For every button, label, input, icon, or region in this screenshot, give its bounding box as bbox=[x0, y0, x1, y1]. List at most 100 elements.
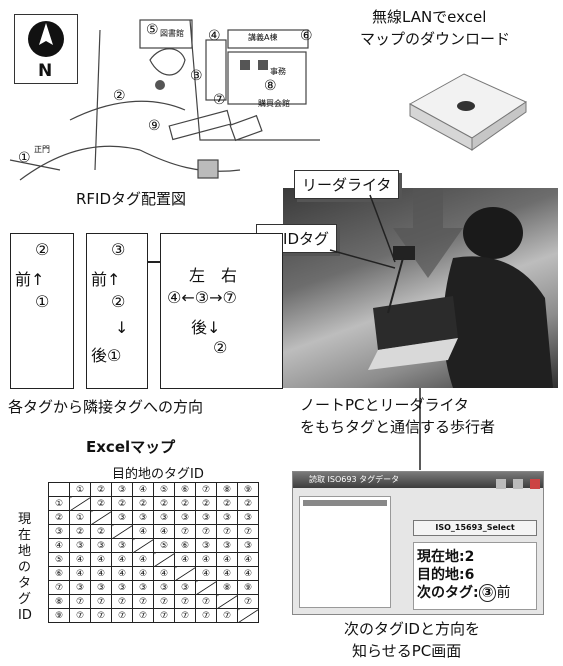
map-tag-1: ① bbox=[18, 150, 31, 166]
matrix-cell: ③ bbox=[153, 510, 175, 525]
matrix-cell: ④ bbox=[195, 566, 217, 581]
matrix-cell: ① bbox=[69, 510, 91, 525]
matrix-cell: ② bbox=[111, 496, 133, 511]
map-tag-7: ⑦ bbox=[213, 92, 226, 108]
matrix-cell: ④ bbox=[237, 566, 259, 581]
matrix-col-header: ⑧ bbox=[216, 482, 238, 497]
box2-back: 後① bbox=[91, 346, 122, 365]
north-compass-icon: N bbox=[14, 14, 78, 84]
box2-forward: 前↑ bbox=[91, 270, 121, 289]
matrix-cell bbox=[111, 524, 133, 539]
matrix-cell: ⑦ bbox=[174, 594, 196, 609]
matrix-cell: ③ bbox=[90, 538, 112, 553]
matrix-cell: ⑦ bbox=[195, 594, 217, 609]
matrix-cell: ③ bbox=[111, 580, 133, 595]
matrix-cell: ⑦ bbox=[111, 594, 133, 609]
matrix-cell bbox=[195, 580, 217, 595]
matrix-cell: ③ bbox=[132, 510, 154, 525]
walker-caption-line1: ノートPCとリーダライタ bbox=[300, 396, 469, 414]
matrix-cell: ② bbox=[132, 496, 154, 511]
matrix-cell: ⑦ bbox=[132, 594, 154, 609]
box3-back: 後↓ bbox=[191, 318, 221, 337]
select-button[interactable]: ISO_15693_Select bbox=[413, 520, 537, 536]
walker-photo bbox=[283, 178, 558, 388]
matrix-cell: ⑥ bbox=[174, 538, 196, 553]
matrix-cell: ④ bbox=[69, 552, 91, 567]
matrix-row-header: ③ bbox=[48, 524, 70, 539]
minimize-icon[interactable] bbox=[495, 479, 506, 489]
map-label-lab: 講義A棟 bbox=[248, 33, 278, 42]
direction-box-2: ③ 前↑ ② ↓ 後① bbox=[86, 233, 148, 389]
pc-caption-line2: 知らせるPC画面 bbox=[352, 642, 462, 660]
matrix-cell: ② bbox=[216, 496, 238, 511]
matrix-cell: ⑦ bbox=[174, 608, 196, 623]
direction-box-3: 左 右 ④←③→⑦ 後↓ ② bbox=[160, 233, 283, 389]
map-caption: RFIDタグ配置図 bbox=[76, 190, 187, 208]
matrix-cell: ④ bbox=[174, 552, 196, 567]
matrix-cell: ⑦ bbox=[90, 594, 112, 609]
matrix-row-header: ④ bbox=[48, 538, 70, 553]
matrix-cell: ③ bbox=[237, 510, 259, 525]
matrix-cell: ③ bbox=[195, 510, 217, 525]
matrix-cell: ⑦ bbox=[216, 524, 238, 539]
wlan-caption-line2: マップのダウンロード bbox=[360, 30, 511, 48]
wlan-caption-line1: 無線LANでexcel bbox=[372, 8, 487, 26]
matrix-cell: ② bbox=[90, 524, 112, 539]
matrix-cell: ⑦ bbox=[174, 524, 196, 539]
box3-left-right: 左 右 bbox=[189, 266, 238, 285]
box2-down: ↓ bbox=[115, 318, 129, 337]
box2-mid: ② bbox=[111, 292, 126, 311]
close-icon[interactable] bbox=[530, 479, 540, 489]
map-tag-4: ④ bbox=[208, 28, 221, 44]
matrix-cell: ⑦ bbox=[237, 524, 259, 539]
excel-title: Excelマップ bbox=[86, 438, 176, 456]
matrix-row-header: ⑨ bbox=[48, 608, 70, 623]
matrix-cell: ③ bbox=[111, 538, 133, 553]
matrix-cell: ⑦ bbox=[237, 594, 259, 609]
current-axis-label: 現在地のタグID bbox=[18, 512, 32, 623]
matrix-cell: ④ bbox=[237, 552, 259, 567]
matrix-cell: ② bbox=[237, 496, 259, 511]
matrix-cell: ④ bbox=[69, 566, 91, 581]
matrix-col-header: ⑦ bbox=[195, 482, 217, 497]
matrix-cell: ⑦ bbox=[195, 524, 217, 539]
matrix-cell: ③ bbox=[195, 538, 217, 553]
matrix-cell: ④ bbox=[153, 566, 175, 581]
box3-last: ② bbox=[213, 338, 228, 357]
matrix-cell: ④ bbox=[216, 566, 238, 581]
map-label-meeting: 図書館 bbox=[160, 29, 184, 38]
matrix-cell: ③ bbox=[174, 580, 196, 595]
matrix-cell: ⑤ bbox=[153, 538, 175, 553]
map-tag-2: ② bbox=[113, 88, 126, 104]
matrix-cell: ⑨ bbox=[237, 580, 259, 595]
next-tag-label: 次のタグ: bbox=[417, 585, 479, 601]
matrix-cell: ④ bbox=[153, 524, 175, 539]
box1-bottom: ① bbox=[35, 292, 50, 311]
matrix-cell: ⑧ bbox=[216, 580, 238, 595]
dest-axis-label: 目的地のタグID bbox=[112, 467, 204, 482]
matrix-cell: ③ bbox=[111, 510, 133, 525]
matrix-cell: ② bbox=[153, 496, 175, 511]
maximize-icon[interactable] bbox=[512, 479, 523, 489]
pc-caption-line1: 次のタグIDと方向を bbox=[344, 620, 480, 638]
box1-forward: 前↑ bbox=[15, 270, 45, 289]
matrix-cell: ⑦ bbox=[153, 608, 175, 623]
matrix-cell bbox=[69, 496, 91, 511]
directions-caption: 各タグから隣接タグへの方向 bbox=[8, 398, 204, 416]
matrix-cell: ④ bbox=[111, 566, 133, 581]
matrix-cell: ⑦ bbox=[132, 608, 154, 623]
matrix-cell bbox=[132, 538, 154, 553]
map-label-office: 事務 bbox=[270, 67, 286, 76]
campus-map: N ⑤ ④ ⑥ ③ ⑧ ⑦ ② ⑨ ① 講義A棟 図書館 事務 正門 購買会館 bbox=[0, 0, 330, 185]
matrix-col-header: ⑤ bbox=[153, 482, 175, 497]
pc-window-title: 読取 ISO693 タグデータ bbox=[293, 472, 543, 488]
matrix-row-header: ⑧ bbox=[48, 594, 70, 609]
matrix-cell: ③ bbox=[132, 580, 154, 595]
